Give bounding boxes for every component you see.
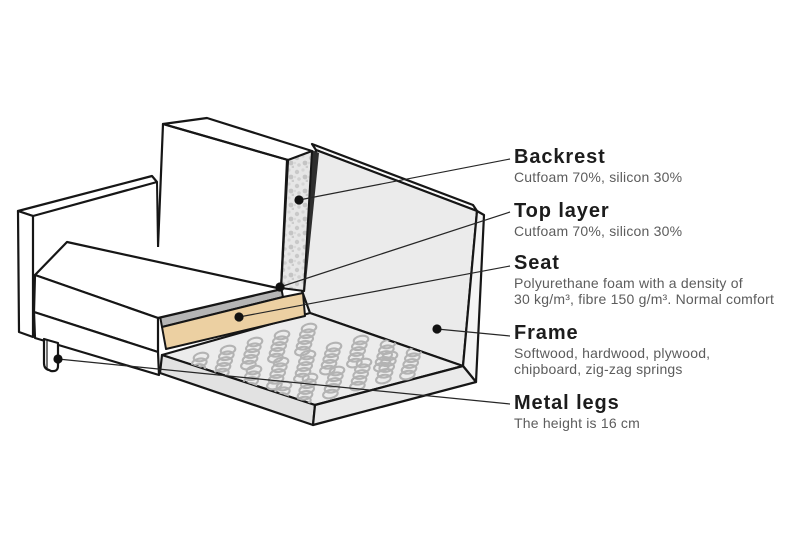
label-backrest: Backrest Cutfoam 70%, silicon 30%: [514, 146, 682, 186]
callout-dot-backrest: [294, 195, 304, 205]
label-frame-description: Softwood, hardwood, plywood, chipboard, …: [514, 345, 711, 377]
armrest: [16, 174, 159, 339]
backrest-cushion: [150, 116, 314, 292]
label-seat-description: Polyurethane foam with a density of 30 k…: [514, 275, 775, 307]
leader-lines: [57, 158, 511, 405]
label-backrest-heading: Backrest: [514, 146, 606, 168]
label-seat-heading: Seat: [514, 252, 560, 274]
seat-cushion: [32, 240, 284, 377]
callout-dot-top-layer: [275, 282, 285, 292]
label-seat: Seat Polyurethane foam with a density of…: [514, 252, 774, 307]
label-metal-legs-description: The height is 16 cm: [514, 415, 640, 431]
metal-leg: [42, 337, 60, 373]
label-top-layer: Top layer Cutfoam 70%, silicon 30%: [514, 200, 682, 240]
callout-dot-metal-legs: [53, 354, 63, 364]
frame-back-panel: [300, 142, 486, 384]
callout-dots: [53, 195, 442, 364]
label-top-layer-description: Cutfoam 70%, silicon 30%: [514, 223, 683, 239]
leader-line-seat: [238, 265, 511, 318]
callout-dot-seat: [234, 312, 244, 322]
label-metal-legs: Metal legs The height is 16 cm: [514, 392, 640, 432]
label-metal-legs-heading: Metal legs: [514, 392, 620, 414]
leader-line-frame: [436, 328, 511, 337]
leader-line-top-layer: [279, 211, 511, 288]
leader-line-backrest: [298, 158, 511, 201]
sofa-base-front: [32, 310, 161, 377]
leader-line-metal-legs: [57, 358, 511, 405]
label-frame: Frame Softwood, hardwood, plywood, chipb…: [514, 322, 710, 377]
label-frame-heading: Frame: [514, 322, 579, 344]
label-top-layer-heading: Top layer: [514, 200, 610, 222]
callout-dot-frame: [432, 324, 442, 334]
label-backrest-description: Cutfoam 70%, silicon 30%: [514, 169, 683, 185]
